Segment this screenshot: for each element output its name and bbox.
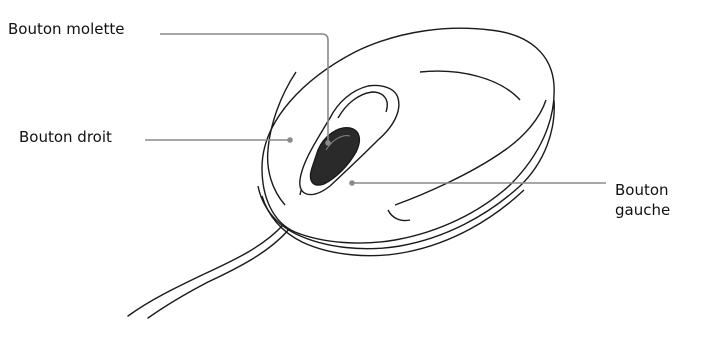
mouse-cable xyxy=(127,224,291,319)
wheel-leader xyxy=(160,33,329,143)
wheel-leader-dot xyxy=(325,140,331,146)
left-leader-dot xyxy=(349,180,355,186)
scroll-wheel xyxy=(299,84,400,196)
mouse-body xyxy=(257,27,555,257)
leader-lines xyxy=(145,33,606,184)
label-left-button-line1: Bouton xyxy=(615,181,669,199)
label-left-button: Bouton gauche xyxy=(615,180,670,220)
label-right-button: Bouton droit xyxy=(19,128,112,146)
label-left-button-line2: gauche xyxy=(615,201,671,219)
leader-dots xyxy=(287,137,355,186)
label-wheel-button: Bouton molette xyxy=(8,20,125,38)
right-leader-dot xyxy=(287,137,293,143)
